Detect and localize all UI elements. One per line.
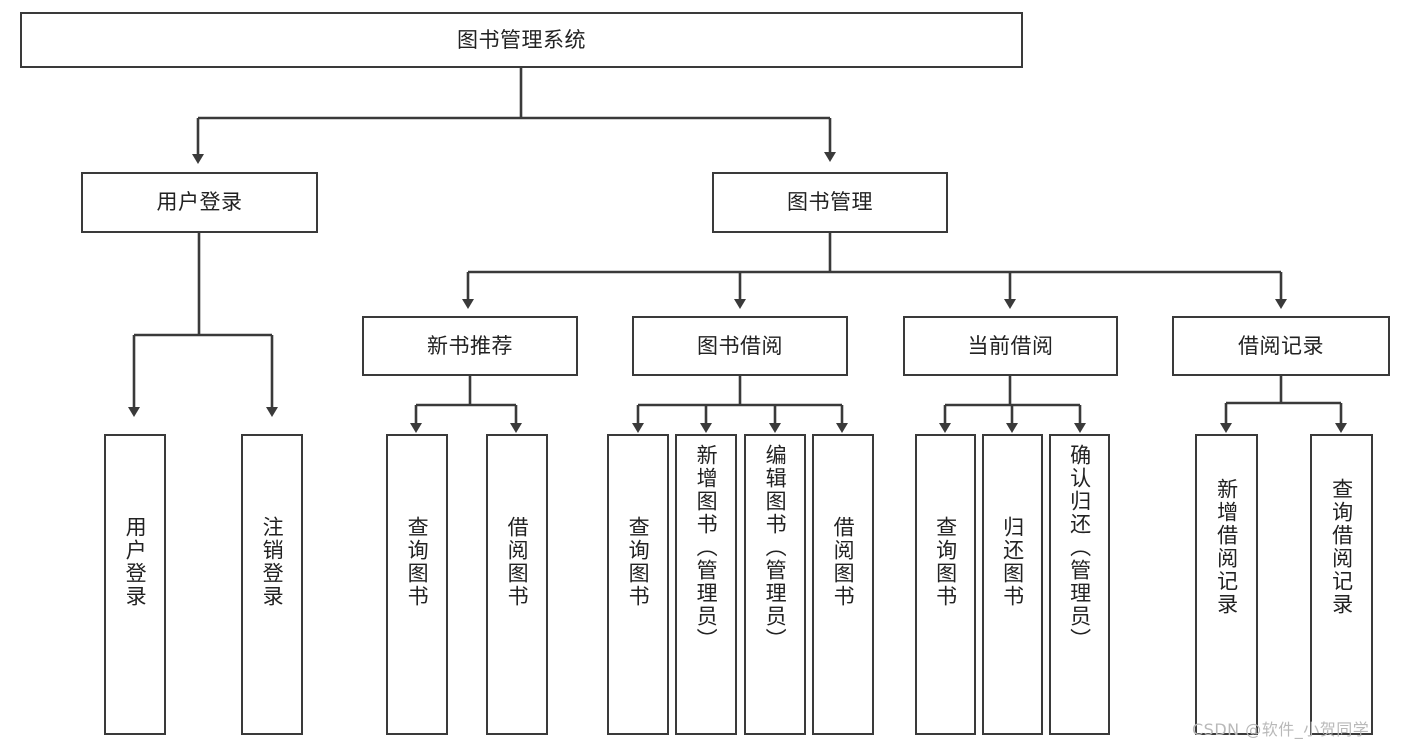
node-new-book-recommend-label: 新书推荐 [427, 333, 513, 358]
leaf-label: 新增图书（管理员） [694, 444, 719, 651]
leaf-current-borrow-confirm[interactable]: 确认归还（管理员） [1049, 434, 1110, 735]
leaf-user-login-logout[interactable]: 注销登录 [241, 434, 303, 735]
node-book-management-label: 图书管理 [787, 190, 873, 215]
node-book-management[interactable]: 图书管理 [712, 172, 948, 233]
leaf-book-borrow-query[interactable]: 查询图书 [607, 434, 669, 735]
leaf-label: 编辑图书（管理员） [763, 444, 788, 651]
node-current-borrow-label: 当前借阅 [967, 333, 1054, 358]
leaf-label: 查询图书 [626, 516, 651, 608]
leaf-user-login-login[interactable]: 用户登录 [104, 434, 166, 735]
leaf-book-borrow-borrow[interactable]: 借阅图书 [812, 434, 874, 735]
node-borrow-record[interactable]: 借阅记录 [1172, 316, 1390, 376]
leaf-label: 查询借阅记录 [1329, 478, 1354, 616]
node-book-borrow-label: 图书借阅 [697, 333, 783, 358]
leaf-book-borrow-edit[interactable]: 编辑图书（管理员） [744, 434, 806, 735]
leaf-new-book-borrow[interactable]: 借阅图书 [486, 434, 548, 735]
leaf-label: 借阅图书 [831, 516, 856, 608]
leaf-borrow-record-add[interactable]: 新增借阅记录 [1195, 434, 1258, 735]
leaf-label: 借阅图书 [505, 516, 530, 608]
leaf-label: 查询图书 [405, 516, 430, 608]
node-book-borrow[interactable]: 图书借阅 [632, 316, 848, 376]
leaf-label: 归还图书 [1000, 516, 1025, 608]
csdn-watermark: CSDN @软件_小贺同学 [1192, 720, 1370, 739]
leaf-label: 查询图书 [933, 516, 958, 608]
leaf-label: 新增借阅记录 [1214, 478, 1239, 616]
node-root-label: 图书管理系统 [457, 27, 586, 52]
leaf-label: 用户登录 [123, 516, 148, 608]
leaf-new-book-query[interactable]: 查询图书 [386, 434, 448, 735]
node-current-borrow[interactable]: 当前借阅 [903, 316, 1118, 376]
leaf-label: 确认归还（管理员） [1067, 444, 1092, 651]
leaf-book-borrow-add[interactable]: 新增图书（管理员） [675, 434, 737, 735]
node-new-book-recommend[interactable]: 新书推荐 [362, 316, 578, 376]
leaf-current-borrow-return[interactable]: 归还图书 [982, 434, 1043, 735]
leaf-current-borrow-query[interactable]: 查询图书 [915, 434, 976, 735]
node-user-login-label: 用户登录 [156, 190, 243, 215]
node-user-login[interactable]: 用户登录 [81, 172, 318, 233]
leaf-label: 注销登录 [260, 516, 285, 608]
node-borrow-record-label: 借阅记录 [1238, 333, 1324, 358]
node-root[interactable]: 图书管理系统 [20, 12, 1023, 68]
leaf-borrow-record-query[interactable]: 查询借阅记录 [1310, 434, 1373, 735]
